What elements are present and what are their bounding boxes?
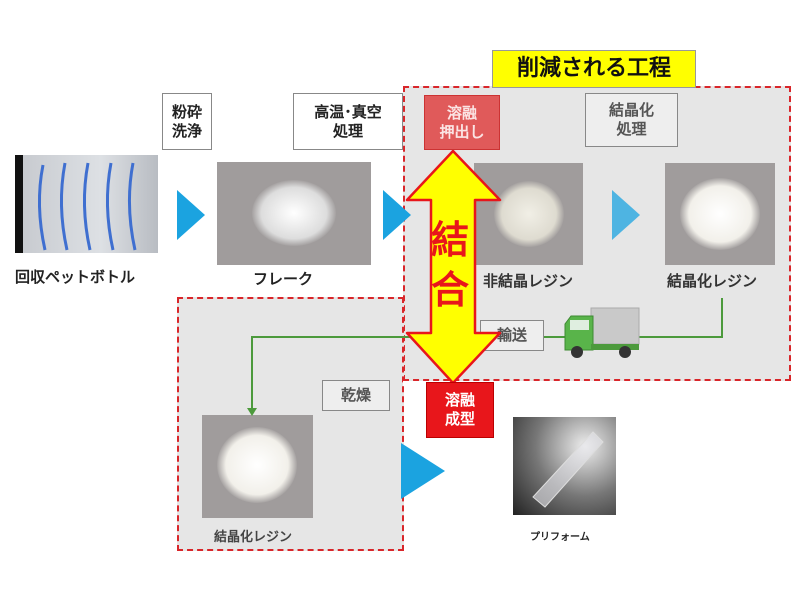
crystal-resin-photo-2 (202, 415, 313, 518)
melt-extrude-step: 溶融 押出し (424, 95, 500, 150)
bottles-label: 回収ペットボトル (15, 268, 136, 286)
truck-icon (564, 307, 640, 358)
crush-wash-step: 粉砕 洗浄 (162, 93, 212, 150)
amorphous-resin-photo (474, 163, 583, 265)
bottles-photo (15, 155, 158, 253)
flow-arrow-icon (177, 190, 205, 240)
crystal-resin-label-2: 結晶化レジン (214, 530, 293, 545)
flow-arrow-icon (383, 190, 411, 240)
crystallize-step: 結晶化 処理 (585, 93, 678, 147)
preform-label: プリフォーム (530, 532, 590, 543)
dry-step: 乾燥 (322, 380, 390, 411)
flake-photo (217, 162, 371, 265)
preform-photo (513, 417, 616, 515)
amorphous-resin-label: 非結晶レジン (483, 272, 574, 290)
combine-label: 結 合 (430, 218, 469, 312)
crystal-resin-photo (665, 163, 775, 265)
melt-mold-step: 溶融 成型 (426, 382, 494, 438)
crystal-resin-label: 結晶化レジン (667, 272, 758, 290)
flow-arrow-icon (612, 190, 640, 240)
high-temp-vacuum-step: 高温･真空 処理 (293, 93, 403, 150)
flake-label: フレーク (253, 270, 314, 288)
flow-arrow-icon (401, 443, 445, 499)
reduced-process-title: 削減される工程 (492, 50, 696, 88)
